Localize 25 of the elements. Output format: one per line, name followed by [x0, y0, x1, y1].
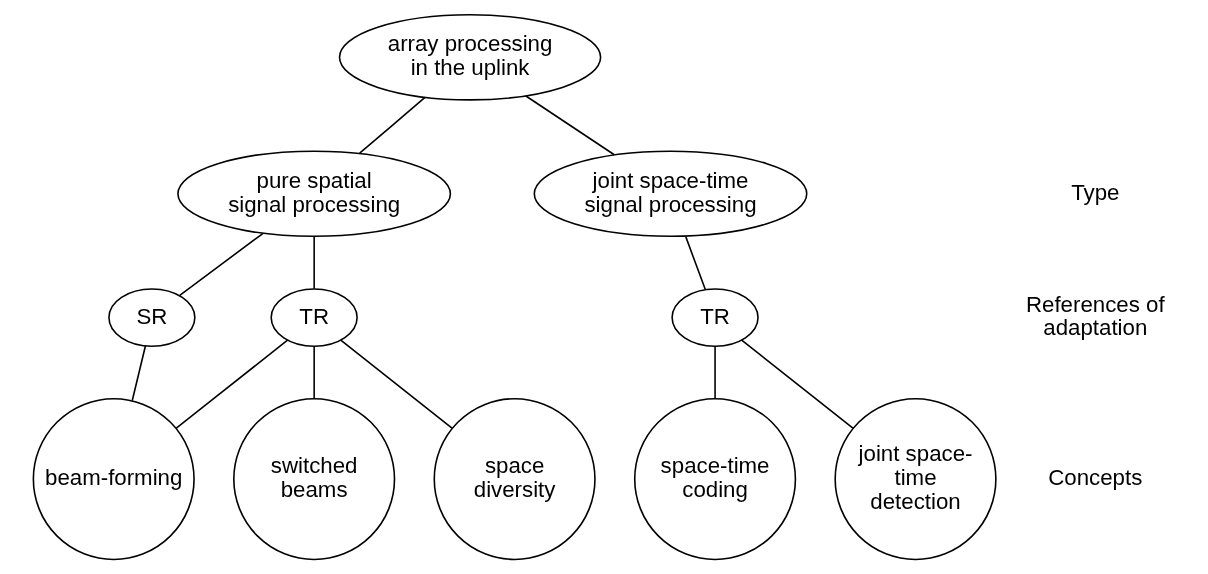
connector — [713, 345, 716, 400]
node-ellipse: SR — [107, 288, 196, 348]
node-circle: switched beams — [232, 397, 395, 561]
label: References of adaptation — [1025, 291, 1165, 341]
node-circle: space diversity — [432, 397, 596, 561]
node-ellipse: TR — [269, 288, 358, 348]
connector — [178, 232, 264, 297]
connector — [524, 95, 615, 156]
connector — [312, 236, 315, 290]
node-ellipse: pure spatial signal processing — [176, 150, 451, 238]
node-circle: beam-forming — [32, 397, 195, 561]
node-ellipse: array processing in the uplink — [338, 14, 601, 101]
connector — [740, 339, 854, 429]
label: Type — [1070, 179, 1119, 205]
label: Concepts — [1047, 464, 1142, 490]
connector — [358, 96, 426, 154]
node-circle: joint space-time detection — [833, 397, 997, 561]
node-ellipse: TR — [670, 288, 759, 348]
node-circle: space-time coding — [633, 397, 796, 561]
connector — [175, 339, 288, 429]
connector — [339, 339, 453, 429]
connector — [684, 236, 706, 291]
node-ellipse: joint space-time signal processing — [533, 150, 808, 238]
connector — [312, 345, 315, 400]
connector — [130, 345, 146, 402]
